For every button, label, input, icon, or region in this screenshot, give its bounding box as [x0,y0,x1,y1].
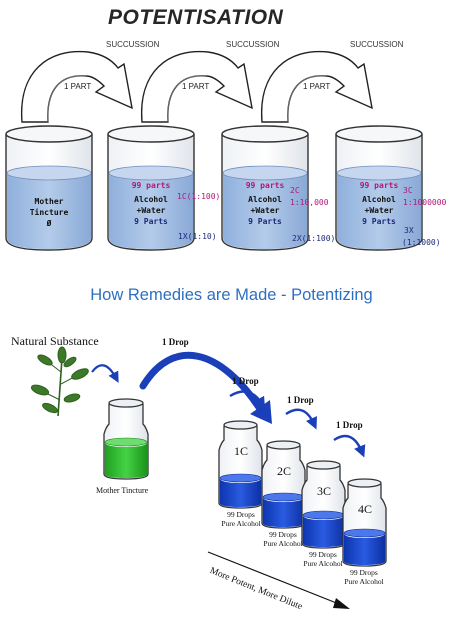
potency-label-3c: 3C [316,484,331,498]
drop-arrow-large-head [250,400,272,424]
jar-caption-2c: 99 Drops Pure Alcohol [257,530,309,548]
part-label-3: 1 PART [303,82,331,91]
jar-caption-1c-line1: 99 Drops [227,510,255,519]
potency-direction-arrow [207,551,350,609]
jar-caption-3c: 99 Drops Pure Alcohol [297,550,349,568]
jar-caption-1c: 99 Drops Pure Alcohol [215,510,267,528]
jar-caption-4c-line1: 99 Drops [350,568,378,577]
jar-3-black1: Alcohol [362,195,396,204]
jar-3-navy: 9 Parts [362,217,396,226]
jar-caption-1c-line2: Pure Alcohol [221,519,261,528]
beaker-3 [335,125,423,251]
beaker-2 [221,125,309,251]
jar-1-navy: 9 Parts [134,217,168,226]
potency-jar-2c [261,440,306,529]
jar-1-text: 99 parts Alcohol +Water 9 Parts [110,180,192,227]
ratio-3c: 3C [403,186,413,195]
ratio-3x: 3X [404,226,414,235]
jar-2-text: 99 parts Alcohol +Water 9 Parts [224,180,306,227]
jar-0-text: Mother Tincture Ø [8,196,90,229]
jar-2-pink: 99 parts [245,181,285,190]
drop-arrow-2 [285,408,317,430]
ratio-3c-value: 1:1000000 [403,198,447,207]
jar-3-black2: +Water [364,206,394,215]
mother-tincture-label: Mother Tincture [96,486,149,495]
drop-arrow-small [91,364,119,383]
ratio-2x: 2X(1:100) [292,234,336,243]
section-subtitle: How Remedies are Made - Potentizing [90,286,373,304]
succussion-arrow-1 [20,50,133,123]
plant-icon [30,346,89,417]
jar-caption-2c-line1: 99 Drops [269,530,297,539]
jar-2-black1: Alcohol [248,195,282,204]
jar-3-text: 99 parts Alcohol +Water 9 Parts [338,180,420,227]
potency-label-2c: 2C [276,464,291,478]
beaker-1 [107,125,195,251]
succussion-label-2: SUCCUSSION [226,40,280,49]
drop-label-2: 1 Drop [232,376,259,386]
ratio-1c: 1C(1:100) [177,192,221,201]
jar-1-black2: +Water [136,206,166,215]
jar-0-line2: Tincture [29,208,69,217]
potency-label-1c: 1C [233,444,248,458]
part-label-1: 1 PART [64,82,92,91]
ratio-2c-value: 1:10,000 [290,198,329,207]
potency-jar-4c [342,478,387,567]
drop-arrow-1 [229,390,266,410]
potency-label-4c: 4C [357,502,372,516]
jar-2-black2: +Water [250,206,280,215]
jar-2-navy: 9 Parts [248,217,282,226]
drop-label-4: 1 Drop [336,420,363,430]
jar-caption-3c-line2: Pure Alcohol [303,559,343,568]
succussion-label-1: SUCCUSSION [106,40,160,49]
succussion-arrow-3 [260,50,373,123]
succussion-arrow-2 [140,50,253,123]
potency-jar-3c [301,460,346,549]
drop-arrow-3 [333,434,366,458]
jar-0-line3: Ø [46,219,52,228]
jar-1-pink: 99 parts [131,181,171,190]
jar-caption-3c-line1: 99 Drops [309,550,337,559]
jar-caption-2c-line2: Pure Alcohol [263,539,303,548]
jar-1-black1: Alcohol [134,195,168,204]
mother-tincture-jar [103,398,149,480]
drop-label-1: 1 Drop [162,337,189,347]
ratio-2c: 2C [290,186,300,195]
jar-caption-4c: 99 Drops Pure Alcohol [338,568,390,586]
jar-3-pink: 99 parts [359,181,399,190]
potency-jar-1c [218,420,263,509]
succussion-label-3: SUCCUSSION [350,40,404,49]
jar-0-line1: Mother [34,197,64,206]
jar-caption-4c-line2: Pure Alcohol [344,577,384,586]
ratio-3x-value: (1:1000) [402,238,441,247]
natural-substance-label: Natural Substance [11,334,99,348]
part-label-2: 1 PART [182,82,210,91]
diagram-title: POTENTISATION [108,6,284,29]
ratio-1x: 1X(1:10) [178,232,217,241]
beaker-mother-tincture [5,125,93,251]
drop-label-3: 1 Drop [287,395,314,405]
